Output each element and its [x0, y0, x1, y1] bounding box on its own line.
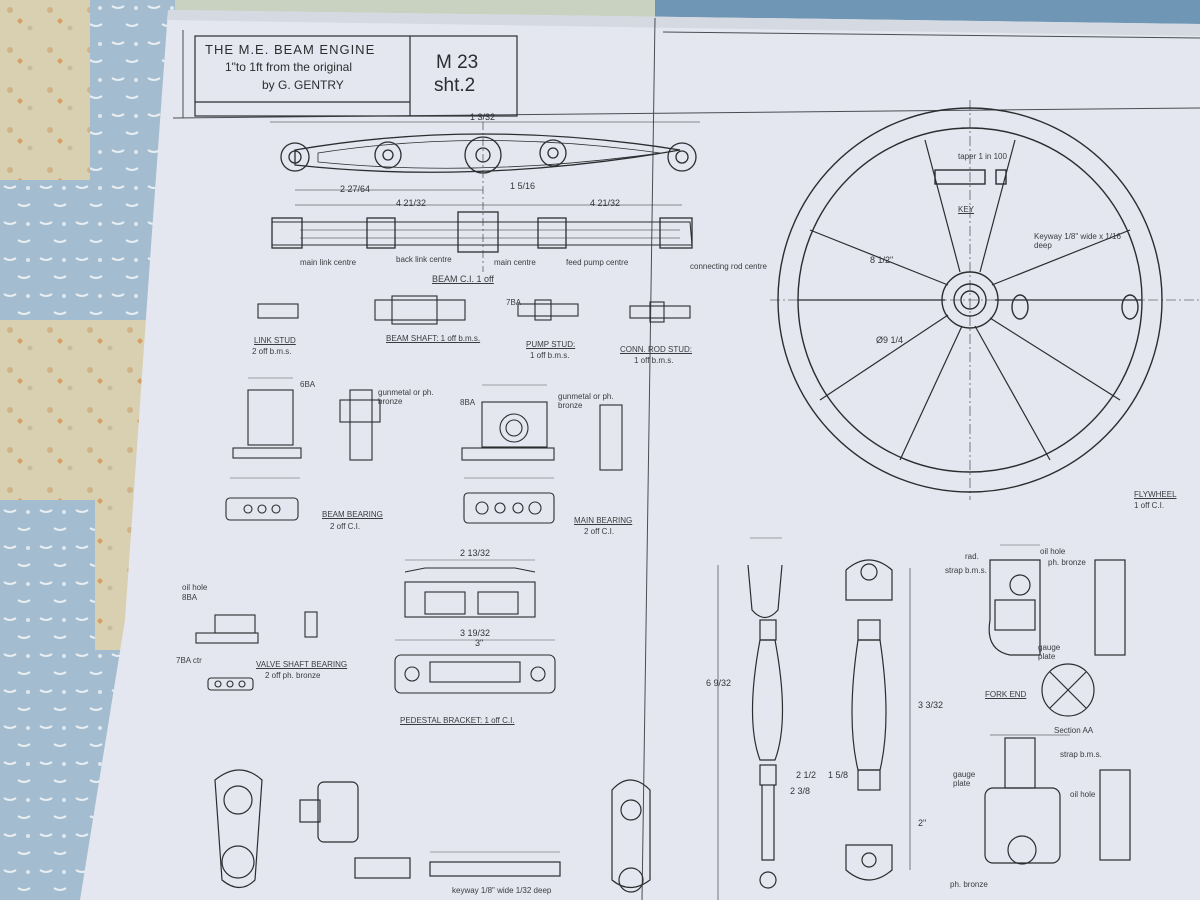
title-line3: by G. GENTRY — [262, 78, 344, 92]
beam-bearing-drawing — [225, 389, 381, 521]
note-taper: taper 1 in 100 — [958, 152, 1007, 161]
label-fork-end: FORK END — [985, 690, 1027, 699]
note-main-link-centre: main link centre — [300, 258, 357, 267]
label-pump-stud-qty: 1 off b.m.s. — [530, 351, 570, 360]
note-gauge-plate-1: gauge plate — [1038, 643, 1061, 661]
label-pedestal-bracket: PEDESTAL BRACKET: 1 off C.I. — [400, 716, 515, 725]
label-beam: BEAM C.I. 1 off — [432, 274, 494, 284]
note-8ba-1: 8BA — [460, 398, 476, 407]
flywheel-drawing — [770, 100, 1200, 500]
note-ph-bronze-1: ph. bronze — [1048, 558, 1086, 567]
dimension-label: 2 27/64 — [340, 184, 371, 194]
dimension-label: 3" — [475, 638, 484, 648]
dimension-lines — [230, 377, 1040, 853]
drawing-sheet — [80, 10, 1200, 900]
note-ph-bronze-2: ph. bronze — [950, 880, 988, 889]
note-back-link-centre: back link centre — [396, 255, 452, 264]
note-8ba-2: 8BA — [182, 593, 198, 602]
note-oil-hole-3: oil hole — [1070, 790, 1096, 799]
note-connecting-rod-centre: connecting rod centre — [690, 262, 767, 271]
note-oil-hole-2: oil hole — [1040, 547, 1066, 556]
label-beam-bearing: BEAM BEARING — [322, 510, 383, 519]
label-conn-rod-stud: CONN. ROD STUD: — [620, 345, 692, 354]
dimension-label: 1 3/32 — [470, 112, 496, 122]
dimension-label: 8 1/2" — [870, 255, 894, 265]
label-key: KEY — [958, 205, 975, 214]
title-block — [194, 35, 518, 117]
dimension-label: 2" — [918, 818, 927, 828]
title-line2: 1"to 1ft from the original — [225, 60, 352, 74]
note-rad: rad. — [965, 552, 979, 561]
dimension-label: 3 3/32 — [918, 700, 944, 710]
drawing-number: M 23 — [436, 52, 479, 73]
label-flywheel-qty: 1 off C.I. — [1134, 501, 1165, 510]
dimension-label: 4 21/32 — [590, 198, 621, 208]
dimension-label: 2 1/2 — [796, 770, 817, 780]
dimension-label: 2 3/8 — [790, 786, 811, 796]
dimension-label: Ø9 1/4 — [876, 335, 904, 345]
studs-row-drawings — [257, 295, 691, 325]
note-gunmetal-2: gunmetal or ph. bronze — [558, 392, 614, 410]
label-beam-bearing-qty: 2 off C.I. — [330, 522, 361, 531]
section-aa-drawing — [984, 734, 1131, 865]
title-line1: THE M.E. BEAM ENGINE — [205, 42, 376, 57]
valve-shaft-bearing-drawing — [195, 611, 318, 691]
label-main-bearing: MAIN BEARING — [574, 516, 633, 525]
pedestal-bracket-drawing — [394, 567, 556, 694]
label-link-stud: LINK STUD — [254, 336, 296, 345]
note-gunmetal-1: gunmetal or ph. bronze — [378, 388, 434, 406]
label-pump-stud: PUMP STUD: — [526, 340, 576, 349]
note-keyway-bottom: keyway 1/8" wide 1/32 deep — [452, 886, 552, 895]
label-main-bearing-qty: 2 off C.I. — [584, 527, 615, 536]
note-strap-bms-2: strap b.m.s. — [1060, 750, 1102, 759]
note-oil-hole-1: oil hole — [182, 583, 208, 592]
dimension-label: 2 13/32 — [460, 548, 491, 558]
connecting-rod-drawings — [717, 559, 911, 900]
label-valve-shaft-bearing-qty: 2 off ph. bronze — [265, 671, 321, 680]
label-conn-rod-stud-qty: 1 off b.m.s. — [634, 356, 674, 365]
main-bearing-drawing — [461, 401, 623, 524]
note-main-centre: main centre — [494, 258, 536, 267]
dimension-label: 1 5/16 — [510, 181, 536, 191]
note-keyway: Keyway 1/8" wide x 1/16 deep — [1034, 232, 1121, 250]
dimension-label: 6 9/32 — [706, 678, 732, 688]
beam-drawing — [270, 121, 700, 272]
dimension-label: 4 21/32 — [396, 198, 427, 208]
label-link-stud-qty: 2 off b.m.s. — [252, 347, 292, 356]
dimension-label: 3 19/32 — [460, 628, 491, 638]
label-valve-shaft-bearing: VALVE SHAFT BEARING — [256, 660, 348, 669]
dimension-label: 1 5/8 — [828, 770, 849, 780]
note-7ba-ctr: 7BA ctr — [176, 656, 202, 665]
note-feed-pump-centre: feed pump centre — [566, 258, 629, 267]
fork-end-drawing — [988, 559, 1126, 717]
sheet-number: sht.2 — [434, 75, 476, 96]
label-section-aa: Section AA — [1054, 726, 1094, 735]
label-flywheel: FLYWHEEL — [1134, 490, 1177, 499]
label-beam-shaft: BEAM SHAFT: 1 off b.m.s. — [386, 334, 481, 343]
note-gauge-plate-2: gauge plate — [953, 770, 976, 788]
lower-left-drawings — [214, 769, 651, 893]
note-7ba: 7BA — [506, 298, 522, 307]
note-6ba: 6BA — [300, 380, 316, 389]
note-strap-bms-1: strap b.m.s. — [945, 566, 987, 575]
